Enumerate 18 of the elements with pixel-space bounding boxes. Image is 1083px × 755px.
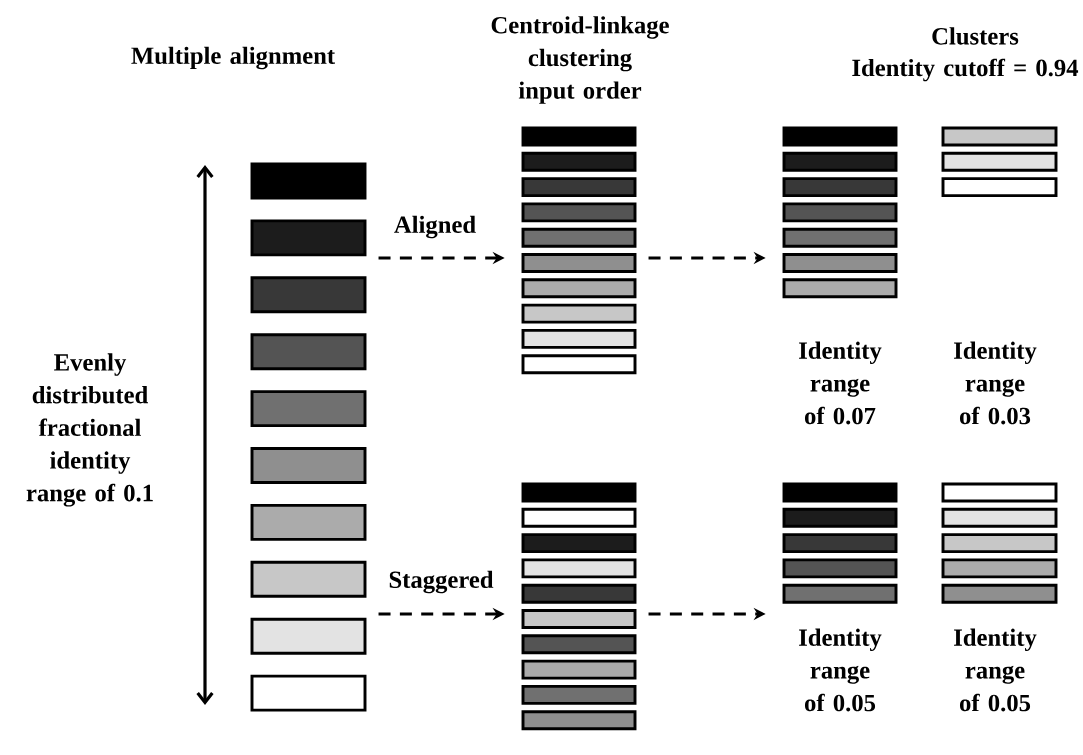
node-label: Identity range of 0.05 [954, 628, 1037, 712]
heading: Multiple alignment [131, 46, 335, 70]
heading: Centroid-linkage clustering input order [491, 16, 669, 104]
bar-stack-drawing [521, 126, 637, 375]
bar-stack-drawing [782, 482, 898, 604]
node-label: Identity range of 0.05 [799, 628, 882, 712]
heading: Clusters [932, 27, 1019, 45]
bar-stack-drawing [941, 126, 1058, 198]
bar-stack-drawing [250, 162, 367, 712]
bar-stack-drawing [782, 126, 898, 299]
edge-label: Aligned [392, 214, 478, 240]
subheading: Identity cutoff = 0.94 [852, 58, 1079, 82]
node-label: Identity range of 0.07 [799, 341, 882, 425]
bar-stack-drawing [521, 482, 637, 731]
side-label: Evenly distributed fractional identity range of 0.1 [26, 353, 153, 507]
edge-label: Staggered [387, 569, 495, 595]
range-label: Identity range of 0.03 [954, 341, 1037, 425]
bar-stack-drawing [941, 482, 1058, 604]
